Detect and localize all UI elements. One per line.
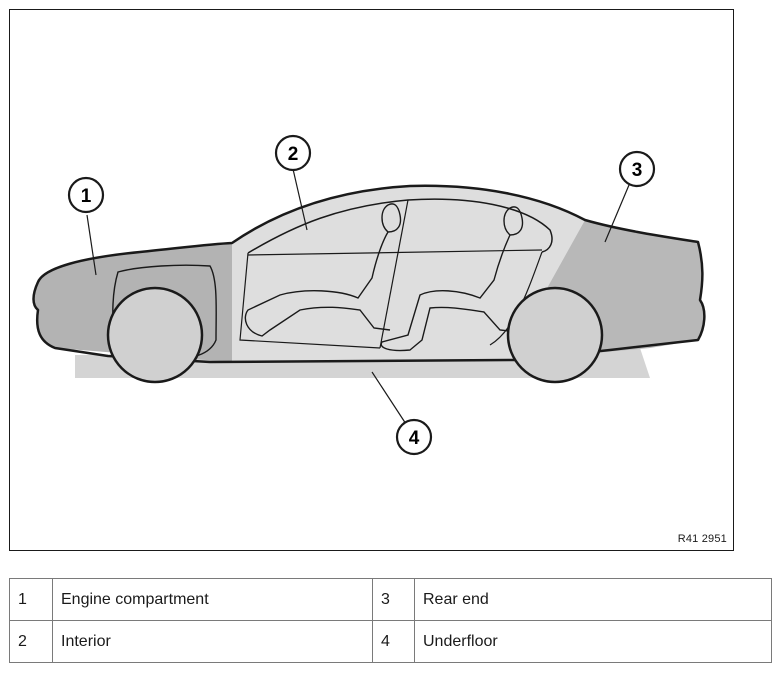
cabin-outline [247,198,553,254]
front-occupant [244,203,402,337]
belt-line [247,249,543,256]
legend-number: 4 [372,620,415,663]
car-zones-diagram: 1 2 3 4 R41 2951 [9,9,734,551]
callout-2-number: 2 [288,144,299,165]
legend-label: Rear end [414,578,772,621]
callout-3: 3 [618,150,656,188]
rear-wheel [506,286,604,384]
callout-3-number: 3 [632,160,643,181]
car-body-outline [32,184,706,364]
callout-2: 2 [274,134,312,172]
front-door-outline [239,252,381,349]
figure-code: R41 2951 [677,533,727,545]
callout-3-leader [604,184,630,243]
rear-occupant [380,206,524,352]
legend-number: 2 [9,620,53,663]
legend-number: 1 [9,578,53,621]
legend-table: 1 Engine compartment 3 Rear end 2 Interi… [9,578,772,663]
callout-2-leader [292,168,308,231]
callout-1-number: 1 [81,186,92,207]
car-illustration: 1 2 3 4 [32,134,706,456]
callout-1-leader [86,214,97,276]
legend-label: Underfloor [414,620,772,663]
b-pillar [379,199,409,349]
legend-label: Interior [52,620,373,663]
legend-row: 2 Interior 4 Underfloor [9,620,772,663]
callout-4-leader [371,371,407,425]
callout-4-number: 4 [409,428,420,449]
front-wheel [106,286,204,384]
callout-1: 1 [67,176,105,214]
interior-zone [232,185,585,362]
legend-row: 1 Engine compartment 3 Rear end [9,578,772,621]
legend-label: Engine compartment [52,578,373,621]
legend-number: 3 [372,578,415,621]
callout-4: 4 [395,418,433,456]
